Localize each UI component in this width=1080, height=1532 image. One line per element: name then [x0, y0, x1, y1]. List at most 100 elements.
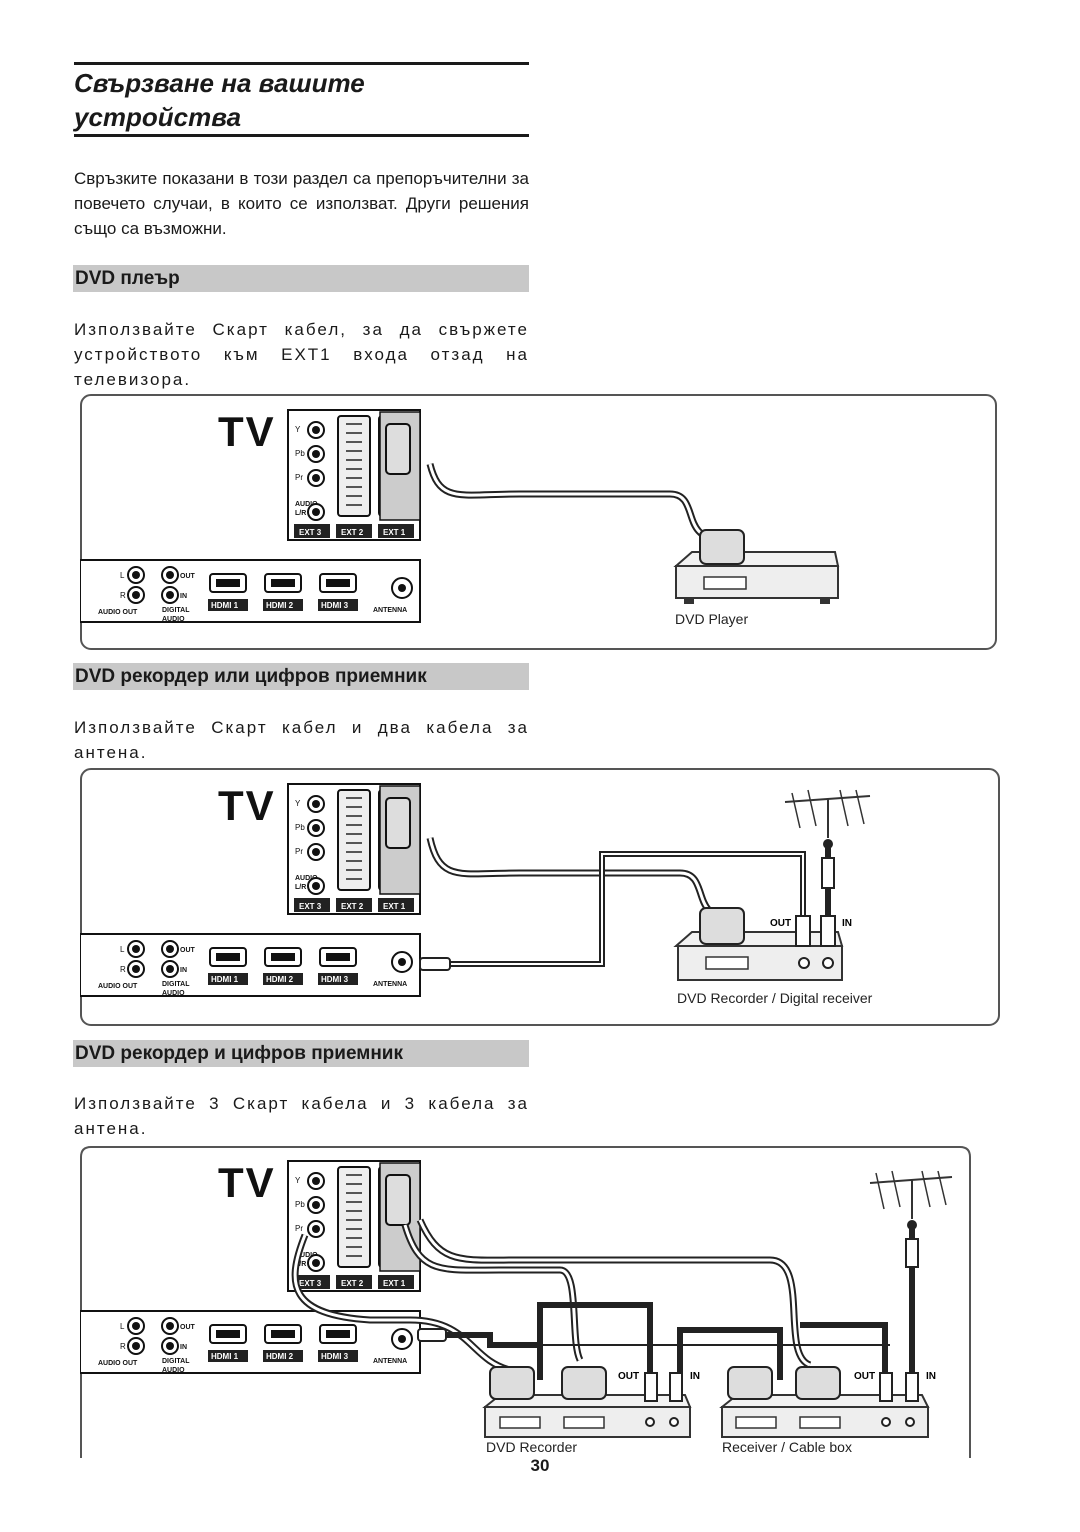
digital-label: DIGITAL	[162, 981, 190, 988]
dvd-recorder-device	[482, 1366, 692, 1438]
device-label-dvd-recorder: DVD Recorder	[486, 1439, 577, 1455]
audio-jack-icon	[307, 1254, 325, 1272]
audio-out-r-label: R	[120, 1342, 126, 1351]
port-in-label-recorder: IN	[690, 1371, 700, 1382]
digital-out-jack-icon	[161, 940, 179, 958]
component-label: Y	[295, 799, 301, 808]
component-jack-icon	[307, 843, 325, 861]
port-out-label-receiver: OUT	[854, 1371, 875, 1382]
title-rule-top	[74, 62, 529, 65]
digital-in-label: IN	[180, 593, 187, 600]
audio-out-l-label: L	[120, 571, 125, 580]
digital-in-label: IN	[180, 1344, 187, 1351]
hdmi-label-1: HDMI 1	[211, 601, 239, 610]
component-jack-icon	[307, 421, 325, 439]
audio-lr-label: L/R	[295, 510, 306, 517]
ext-label-2: EXT 2	[341, 528, 364, 537]
scart-plug-icon	[385, 797, 411, 849]
scart-socket-icon	[337, 415, 371, 517]
digital-in-label: IN	[180, 967, 187, 974]
port-out-label: OUT	[770, 918, 791, 929]
ext-label-3: EXT 3	[299, 902, 322, 911]
page-title: Свързване на вашите устройства	[74, 68, 365, 132]
digital-audio-label: AUDIO	[162, 616, 185, 623]
component-label: Y	[295, 1176, 301, 1185]
digital-out-label: OUT	[180, 573, 196, 580]
audio-out-l-jack-icon	[127, 940, 145, 958]
antenna-label: ANTENNA	[373, 1358, 407, 1365]
component-label: Pr	[295, 847, 303, 856]
ext-label-1: EXT 1	[383, 902, 406, 911]
device-label-dvd-player: DVD Player	[675, 611, 748, 627]
title-rule-bottom	[74, 134, 529, 137]
hdmi-label-1: HDMI 1	[211, 975, 239, 984]
digital-audio-label: AUDIO	[162, 1367, 185, 1374]
digital-label: DIGITAL	[162, 607, 190, 614]
audio-jack-icon	[307, 877, 325, 895]
hdmi-label-2: HDMI 2	[266, 601, 294, 610]
component-jack-icon	[307, 1220, 325, 1238]
component-label: Y	[295, 425, 301, 434]
audio-out-r-jack-icon	[127, 1337, 145, 1355]
antenna-label: ANTENNA	[373, 981, 407, 988]
section-text-recorder-and-receiver: Използвайте 3 Скарт кабела и 3 кабела за…	[74, 1094, 529, 1138]
section-heading-recorder-and-receiver: DVD рекордер и цифров приемник	[73, 1040, 529, 1067]
digital-label: DIGITAL	[162, 1358, 190, 1365]
audio-label: AUDIO	[295, 501, 318, 508]
hdmi-label-2: HDMI 2	[266, 1352, 294, 1361]
ext-label-1: EXT 1	[383, 1279, 406, 1288]
hdmi-label-3: HDMI 3	[321, 1352, 349, 1361]
recorder-or-receiver-device	[673, 907, 844, 981]
scart-socket-icon	[337, 789, 371, 891]
component-label: Pb	[295, 823, 305, 832]
audio-out-label: AUDIO OUT	[98, 983, 138, 990]
ext-label-3: EXT 3	[299, 1279, 322, 1288]
digital-audio-label: AUDIO	[162, 990, 185, 997]
section-text-recorder-or-receiver: Използвайте Скарт кабел и два кабела за …	[74, 718, 529, 762]
audio-out-label: AUDIO OUT	[98, 1360, 138, 1367]
scart-plug-icon	[385, 1174, 411, 1226]
hdmi-label-3: HDMI 3	[321, 975, 349, 984]
device-label-receiver: Receiver / Cable box	[722, 1439, 852, 1455]
section-heading-recorder-or-receiver: DVD рекордер или цифров приемник	[73, 663, 529, 690]
ext-label-1: EXT 1	[383, 528, 406, 537]
audio-out-l-jack-icon	[127, 1317, 145, 1335]
digital-in-jack-icon	[161, 586, 179, 604]
intro-text: Свръзките показани в този раздел са преп…	[74, 169, 529, 238]
digital-out-jack-icon	[161, 566, 179, 584]
port-in-label-receiver: IN	[926, 1371, 936, 1382]
ext-label-3: EXT 3	[299, 528, 322, 537]
audio-out-label: AUDIO OUT	[98, 609, 138, 616]
digital-out-label: OUT	[180, 947, 196, 954]
antenna-icon-2	[869, 1170, 953, 1230]
audio-lr-label: L/R	[295, 884, 306, 891]
antenna-icon	[784, 789, 871, 849]
digital-in-jack-icon	[161, 960, 179, 978]
component-label: Pb	[295, 449, 305, 458]
component-jack-icon	[307, 795, 325, 813]
section-text-dvd-player: Използвайте Скарт кабел, за да свържете …	[74, 320, 529, 389]
component-jack-icon	[307, 1196, 325, 1214]
ext-label-2: EXT 2	[341, 902, 364, 911]
hdmi-label-3: HDMI 3	[321, 601, 349, 610]
audio-out-l-label: L	[120, 945, 125, 954]
hdmi-label-2: HDMI 2	[266, 975, 294, 984]
audio-out-l-label: L	[120, 1322, 125, 1331]
component-jack-icon	[307, 819, 325, 837]
page-number: 30	[530, 1456, 550, 1475]
audio-lr-label: L/R	[295, 1261, 306, 1268]
tv-label: TV	[218, 782, 276, 829]
tv-label: TV	[218, 1159, 276, 1206]
tv-label: TV	[218, 408, 276, 455]
audio-out-l-jack-icon	[127, 566, 145, 584]
audio-out-r-label: R	[120, 591, 126, 600]
audio-out-r-jack-icon	[127, 586, 145, 604]
section-heading-dvd-player: DVD плеър	[73, 265, 529, 292]
component-jack-icon	[307, 469, 325, 487]
audio-out-r-jack-icon	[127, 960, 145, 978]
digital-out-label: OUT	[180, 1324, 196, 1331]
port-in-label: IN	[842, 918, 852, 929]
component-label: Pr	[295, 473, 303, 482]
